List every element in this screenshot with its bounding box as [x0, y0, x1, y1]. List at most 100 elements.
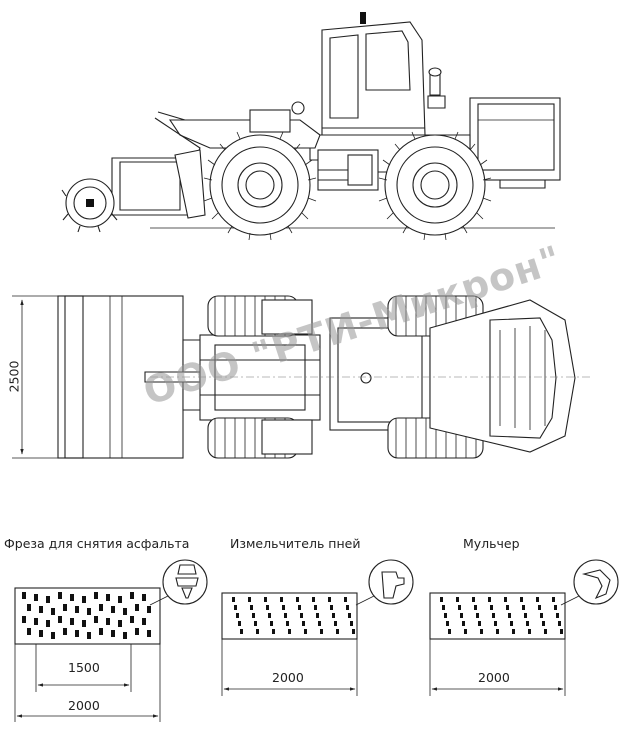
mulcher-hammer: [522, 605, 525, 610]
mulcher-hammer: [556, 613, 559, 618]
drum-tooth: [99, 604, 103, 611]
grinder-tooth: [320, 629, 323, 634]
grinder-tooth: [256, 629, 259, 634]
mulcher-hammer: [538, 605, 541, 610]
drum-tooth: [51, 632, 55, 639]
mulcher-hammer: [552, 597, 555, 602]
drum-tooth: [82, 620, 86, 627]
grinder-tooth: [280, 597, 283, 602]
drum-tooth: [106, 618, 110, 625]
drum-tooth: [39, 630, 43, 637]
grinder-tooth: [330, 605, 333, 610]
grinder-tooth: [264, 597, 267, 602]
mulcher-hammer: [478, 621, 481, 626]
grinder-tooth: [272, 629, 275, 634]
mulcher-hammer: [444, 613, 447, 618]
drum-tooth: [118, 596, 122, 603]
mulcher-hammer: [490, 605, 493, 610]
grinder-tooth: [316, 613, 319, 618]
grinder-tooth: [240, 629, 243, 634]
grinder-tooth: [350, 621, 353, 626]
mulcher-hammer: [560, 629, 563, 634]
drum-tooth: [123, 632, 127, 639]
mulcher-hammer: [488, 597, 491, 602]
mulcher-hammer: [474, 605, 477, 610]
drum-tooth: [147, 606, 151, 613]
stump-grinder-drum: [221, 559, 414, 696]
grinder-tooth: [314, 605, 317, 610]
drum-tooth: [118, 620, 122, 627]
drum-tooth: [63, 628, 67, 635]
drum-tooth: [70, 618, 74, 625]
mulcher-drum: [429, 559, 619, 696]
drum-tooth: [46, 596, 50, 603]
mulcher-hammer: [492, 613, 495, 618]
asphalt-cutter-drum: [14, 559, 208, 722]
mulcher-hammer: [508, 613, 511, 618]
mulcher-hammer: [540, 613, 543, 618]
mulcher-hammer: [462, 621, 465, 626]
mulcher-hammer: [480, 629, 483, 634]
grinder-tooth: [334, 621, 337, 626]
width-dimension-label: 2500: [6, 360, 22, 393]
attachment-title-asphalt-cutter: Фреза для снятия асфальта: [4, 536, 190, 551]
drum-tooth: [22, 592, 26, 599]
grinder-tooth: [232, 597, 235, 602]
grinder-tooth: [296, 597, 299, 602]
drum-tooth: [58, 616, 62, 623]
grinder-tooth: [336, 629, 339, 634]
attachment-title-stump-grinder: Измельчитель пней: [230, 536, 361, 551]
grinder-tooth: [284, 613, 287, 618]
grinder-tooth: [252, 613, 255, 618]
grinder-tooth: [344, 597, 347, 602]
drum-tooth: [111, 630, 115, 637]
mulcher-hammer: [510, 621, 513, 626]
drum-tooth: [58, 592, 62, 599]
drum-tooth: [135, 604, 139, 611]
drum-tooth: [142, 594, 146, 601]
grinder-tooth: [302, 621, 305, 626]
drum-tooth: [135, 628, 139, 635]
drum-tooth: [123, 608, 127, 615]
cutter-total-dimension: 2000: [68, 698, 100, 713]
grinder-tooth: [318, 621, 321, 626]
mulcher-hammer: [520, 597, 523, 602]
mulcher-hammer: [472, 597, 475, 602]
grinder-tooth: [238, 621, 241, 626]
drum-tooth: [34, 618, 38, 625]
drum-tooth: [70, 594, 74, 601]
mulcher-hammer: [558, 621, 561, 626]
drum-tooth: [39, 606, 43, 613]
drum-tooth: [87, 632, 91, 639]
grinder-tooth: [328, 597, 331, 602]
mulcher-hammer: [524, 613, 527, 618]
mulcher-hammer: [440, 597, 443, 602]
grinder-tooth: [352, 629, 355, 634]
drum-tooth: [46, 620, 50, 627]
drum-tooth: [106, 594, 110, 601]
grinder-tooth: [300, 613, 303, 618]
grinder-tooth: [248, 597, 251, 602]
grinder-tooth: [270, 621, 273, 626]
mulcher-hammer: [554, 605, 557, 610]
drum-tooth: [142, 618, 146, 625]
top-view-loader: [12, 295, 590, 459]
mulcher-hammer: [542, 621, 545, 626]
stump-grinder-total-dimension: 2000: [272, 670, 304, 685]
mulcher-hammer: [526, 621, 529, 626]
mulcher-hammer: [506, 605, 509, 610]
mulcher-hammer: [544, 629, 547, 634]
grinder-tooth: [304, 629, 307, 634]
drum-tooth: [147, 630, 151, 637]
grinder-tooth: [312, 597, 315, 602]
drum-tooth: [22, 616, 26, 623]
drum-tooth: [94, 616, 98, 623]
mulcher-hammer: [512, 629, 515, 634]
drum-tooth: [34, 594, 38, 601]
side-view-loader: [61, 12, 561, 241]
grinder-tooth: [348, 613, 351, 618]
mulcher-hammer: [464, 629, 467, 634]
grinder-tooth: [236, 613, 239, 618]
attachment-title-mulcher: Мульчер: [463, 536, 520, 551]
